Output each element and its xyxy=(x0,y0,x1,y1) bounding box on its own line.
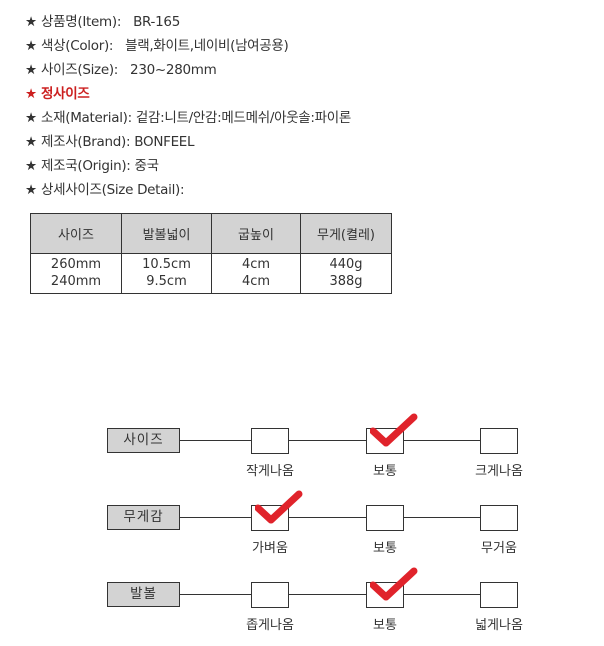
checkmark-icon xyxy=(370,413,418,447)
scale-option-label: 보통 xyxy=(373,618,397,633)
scale-option-box xyxy=(480,428,518,454)
scale-category-label: 무게감 xyxy=(107,505,180,530)
info-value: 중국 xyxy=(134,158,160,174)
weight-feel-scale: 무게감 가벼움 보통 무거움 xyxy=(0,490,604,565)
info-value: 230~280mm xyxy=(130,62,217,78)
info-value: BONFEEL xyxy=(134,134,195,150)
scale-line xyxy=(180,440,480,441)
info-value: 겉감:니트/안감:메드메쉬/아웃솔:파이론 xyxy=(135,110,352,126)
size-detail-table: 사이즈 발볼넓이 굽높이 무게(켤레) 260mm 240mm 10.5cm 9… xyxy=(30,213,392,294)
info-item-size-detail: ★상세사이즈(Size Detail): xyxy=(25,180,351,204)
scale-option-box xyxy=(366,505,404,531)
info-label: 제조국(Origin): xyxy=(41,158,131,174)
scale-option-box xyxy=(251,582,289,608)
foot-width-scale: 발볼 좁게나옴 보통 넓게나옴 xyxy=(0,567,604,642)
scale-option-label: 크게나옴 xyxy=(475,464,523,479)
star-icon: ★ xyxy=(25,14,37,30)
scale-option-label: 보통 xyxy=(373,464,397,479)
scale-option-label: 작게나옴 xyxy=(246,464,294,479)
product-info-list: ★상품명(Item): BR-165 ★색상(Color): 블랙,화이트,네이… xyxy=(25,12,351,204)
scale-line xyxy=(180,594,480,595)
cell-value: 10.5cm xyxy=(142,257,191,272)
scale-option-box xyxy=(480,505,518,531)
star-icon: ★ xyxy=(25,158,37,174)
star-icon: ★ xyxy=(25,182,37,198)
info-item-size: ★사이즈(Size): 230~280mm xyxy=(25,60,351,84)
info-label: 상품명(Item): xyxy=(41,14,122,30)
info-value: 블랙,화이트,네이비(남여공용) xyxy=(125,38,289,54)
scale-category-label: 발볼 xyxy=(107,582,180,607)
info-item-brand: ★제조사(Brand): BONFEEL xyxy=(25,132,351,156)
table-cell: 260mm 240mm xyxy=(30,253,122,294)
scale-category-label: 사이즈 xyxy=(107,428,180,453)
info-label: 색상(Color): xyxy=(41,38,114,54)
star-icon: ★ xyxy=(25,110,37,126)
table-header-row: 사이즈 발볼넓이 굽높이 무게(켤레) xyxy=(30,213,392,254)
info-label: 제조사(Brand): xyxy=(41,134,131,150)
table-header-cell: 무게(켤레) xyxy=(300,213,392,254)
scale-option-label: 넓게나옴 xyxy=(475,618,523,633)
scale-option-label: 가벼움 xyxy=(252,541,288,556)
cell-value: 388g xyxy=(329,274,363,289)
table-header-cell: 발볼넓이 xyxy=(121,213,212,254)
cell-value: 260mm xyxy=(50,257,102,272)
scale-line xyxy=(180,517,480,518)
table-cell: 10.5cm 9.5cm xyxy=(121,253,212,294)
info-label: 사이즈(Size): xyxy=(41,62,119,78)
info-item-true-size: ★정사이즈 xyxy=(25,84,351,108)
info-label: 정사이즈 xyxy=(41,86,90,102)
scale-option-box xyxy=(480,582,518,608)
star-icon: ★ xyxy=(25,62,37,78)
scale-option-label: 보통 xyxy=(373,541,397,556)
cell-value: 4cm xyxy=(241,257,271,272)
table-header-cell: 굽높이 xyxy=(211,213,301,254)
cell-value: 440g xyxy=(329,257,363,272)
size-fit-scale: 사이즈 작게나옴 보통 크게나옴 xyxy=(0,413,604,488)
info-item-color: ★색상(Color): 블랙,화이트,네이비(남여공용) xyxy=(25,36,351,60)
cell-value: 240mm xyxy=(50,274,102,289)
cell-value: 4cm xyxy=(241,274,271,289)
cell-value: 9.5cm xyxy=(146,274,187,289)
info-value: BR-165 xyxy=(133,14,180,30)
star-icon: ★ xyxy=(25,134,37,150)
star-icon: ★ xyxy=(25,86,37,102)
checkmark-icon xyxy=(255,490,303,524)
info-label: 소재(Material): xyxy=(41,110,132,126)
info-label: 상세사이즈(Size Detail): xyxy=(41,182,185,198)
scale-option-label: 무거움 xyxy=(481,541,517,556)
info-item-origin: ★제조국(Origin): 중국 xyxy=(25,156,351,180)
table-cell: 440g 388g xyxy=(300,253,392,294)
scale-option-box xyxy=(251,428,289,454)
table-row: 260mm 240mm 10.5cm 9.5cm 4cm 4cm 440g 38… xyxy=(30,253,392,294)
checkmark-icon xyxy=(370,567,418,601)
info-item-name: ★상품명(Item): BR-165 xyxy=(25,12,351,36)
info-item-material: ★소재(Material): 겉감:니트/안감:메드메쉬/아웃솔:파이론 xyxy=(25,108,351,132)
table-cell: 4cm 4cm xyxy=(211,253,301,294)
table-header-cell: 사이즈 xyxy=(30,213,122,254)
scale-option-label: 좁게나옴 xyxy=(246,618,294,633)
star-icon: ★ xyxy=(25,38,37,54)
